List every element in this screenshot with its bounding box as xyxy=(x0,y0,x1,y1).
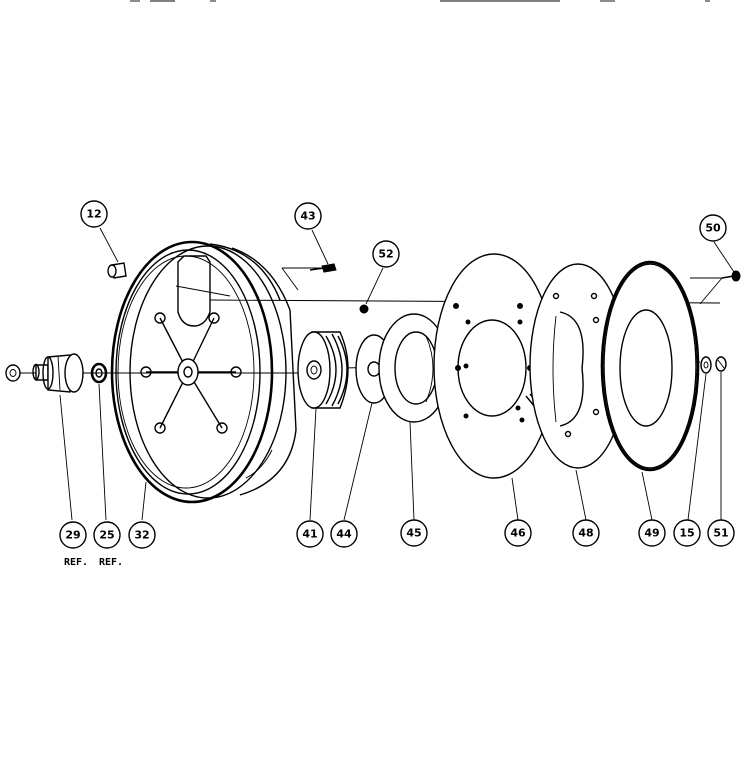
part-32-drum xyxy=(110,240,297,504)
ref-label-25: REF. xyxy=(99,557,123,568)
callout-48: 48 xyxy=(572,519,600,547)
callout-32: 32 xyxy=(128,521,156,549)
callout-25: 25 xyxy=(93,521,121,549)
callout-41: 41 xyxy=(296,520,324,548)
part-41-pulley xyxy=(297,331,349,409)
callout-45-label: 45 xyxy=(406,527,421,540)
callout-32-label: 32 xyxy=(134,529,149,542)
callout-49: 49 xyxy=(638,519,666,547)
callout-52: 52 xyxy=(372,240,400,268)
callout-12: 12 xyxy=(80,200,108,228)
callout-48-label: 48 xyxy=(578,527,593,540)
part-29-hub xyxy=(5,353,84,393)
callout-29: 29 xyxy=(59,521,87,549)
part-46-plate xyxy=(433,253,559,479)
leader-lines xyxy=(59,227,735,521)
callout-51-label: 51 xyxy=(713,527,728,540)
part-43-screw xyxy=(309,263,337,273)
part-50-screw xyxy=(721,270,741,282)
part-15-washer xyxy=(700,356,712,374)
callout-29-label: 29 xyxy=(65,529,80,542)
part-12-spacer xyxy=(107,262,127,279)
callout-46-label: 46 xyxy=(510,527,526,540)
callout-52-label: 52 xyxy=(378,248,393,261)
ref-label-29: REF. xyxy=(64,557,88,568)
callout-46: 46 xyxy=(504,519,532,547)
callout-41-label: 41 xyxy=(302,528,317,541)
part-25-bearing xyxy=(90,362,108,384)
callout-15: 15 xyxy=(673,519,701,547)
part-52-nut xyxy=(359,304,369,314)
callout-50: 50 xyxy=(699,214,727,242)
callout-44: 44 xyxy=(330,520,358,548)
callout-49-label: 49 xyxy=(644,527,659,540)
callout-50-label: 50 xyxy=(705,222,721,235)
callout-45: 45 xyxy=(400,519,428,547)
part-51-nut xyxy=(715,356,727,372)
callout-43: 43 xyxy=(294,202,322,230)
callout-25-label: 25 xyxy=(99,529,114,542)
callout-51: 51 xyxy=(707,519,735,547)
callout-44-label: 44 xyxy=(336,528,352,541)
part-49-disc xyxy=(600,260,700,472)
callout-12-label: 12 xyxy=(86,208,101,221)
callout-15-label: 15 xyxy=(679,527,694,540)
callout-43-label: 43 xyxy=(300,210,315,223)
